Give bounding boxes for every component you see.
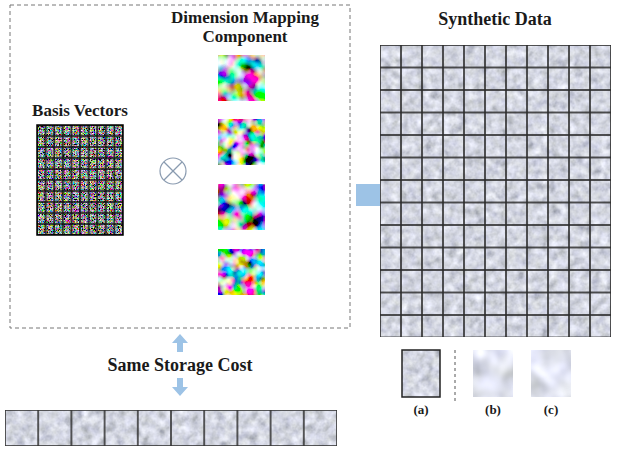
basis-grid <box>37 125 123 235</box>
sample-images <box>402 350 571 402</box>
dashed-frame <box>10 5 350 328</box>
digit-strip <box>5 410 337 446</box>
mapping-patches <box>218 55 265 295</box>
image-block: Dimension Mapping Component <box>150 8 340 46</box>
block-heading: Basis Vectors <box>18 101 142 120</box>
sample-label: (a) <box>413 402 428 418</box>
block-heading: Synthetic Data <box>400 10 590 29</box>
multiply-symbol <box>160 158 186 184</box>
image-block: Basis Vectors <box>18 101 142 120</box>
block-heading: Dimension Mapping Component <box>150 8 340 46</box>
sample-label: (c) <box>544 402 558 418</box>
image-block: Synthetic Data <box>400 10 590 29</box>
down-arrow <box>172 378 188 396</box>
sample-label: (b) <box>485 402 501 418</box>
separator <box>455 350 456 402</box>
storage-note: Same Storage Cost <box>108 355 253 376</box>
up-arrow <box>172 334 188 352</box>
synthetic-grid <box>380 45 611 337</box>
